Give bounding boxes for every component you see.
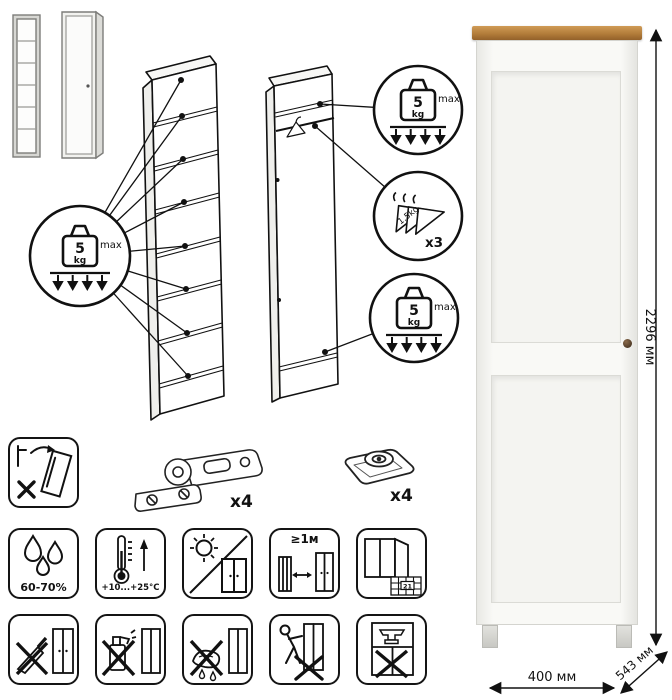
person-pushing-crossed-icon xyxy=(279,623,324,681)
door-upper-panel xyxy=(491,71,621,343)
anvil-in-cabinet-crossed-icon xyxy=(371,622,414,679)
temperature-label: +10...+25°C xyxy=(101,583,160,593)
hanging-cabinet-drawing xyxy=(265,65,339,403)
no-spray-box xyxy=(95,614,166,685)
load-max-label: max xyxy=(434,302,456,313)
no-wet-cleaning-box xyxy=(182,614,253,685)
depth-dimension-line xyxy=(620,651,668,694)
foot-count-label: x4 xyxy=(390,486,413,506)
load-value: 5 xyxy=(413,95,423,111)
down-arrows-icon xyxy=(52,275,108,292)
width-dimension-label: 400 мм xyxy=(528,670,577,685)
ventilation-box: 21 xyxy=(356,528,427,599)
hangers-icon xyxy=(392,191,445,235)
tile-number-label: 21 xyxy=(403,583,413,591)
distance-box: ≥1м xyxy=(269,528,340,599)
humidity-box: 60-70% xyxy=(8,528,79,599)
anti-tip-warning-box xyxy=(8,437,79,508)
assembly-diagram: 5 kg max xyxy=(12,10,464,421)
anti-tip-icon xyxy=(17,445,73,499)
humidity-label: 60-70% xyxy=(20,581,67,594)
sunlight-warning-box xyxy=(182,528,253,599)
load-unit: kg xyxy=(412,110,424,120)
hanger-count-label: x3 xyxy=(425,235,443,251)
down-arrows-icon xyxy=(386,337,442,354)
distance-label: ≥1м xyxy=(290,532,319,546)
shelf-attachment-dots xyxy=(178,77,191,379)
wardrobe-product-image xyxy=(472,26,642,648)
load-unit: kg xyxy=(408,318,420,328)
bottom-load-badge: 5 kg max xyxy=(368,272,460,364)
thermometer-icon xyxy=(113,535,148,584)
load-value: 5 xyxy=(75,241,85,257)
shelving-cabinet-drawing xyxy=(142,55,225,421)
wardrobe-foot-left xyxy=(482,625,498,648)
wardrobe-foot-right xyxy=(616,625,632,648)
door-knob xyxy=(623,339,632,348)
down-arrows-icon xyxy=(390,129,446,146)
door-lower-panel xyxy=(491,375,621,603)
heater-distance-icon xyxy=(278,552,334,592)
wardrobe-door xyxy=(476,40,638,625)
temperature-box: +10...+25°C xyxy=(95,528,166,599)
hinge-drawing xyxy=(134,449,263,512)
open-window-icon: 21 xyxy=(364,537,422,596)
wet-cloth-crossed-icon xyxy=(189,628,248,682)
shelf-load-badge: 5 kg max xyxy=(28,204,132,308)
height-dimension-label: 2296 мм xyxy=(642,309,657,366)
thumbnail-door-cabinet xyxy=(61,10,104,160)
load-max-label: max xyxy=(438,94,460,105)
sun-and-cabinet-icon xyxy=(189,534,248,594)
foot-drawing xyxy=(344,448,415,485)
depth-dimension-label: 543 мм xyxy=(613,643,656,683)
spray-bottle-crossed-icon xyxy=(101,628,161,677)
no-heavy-load-box xyxy=(356,614,427,685)
water-drops-icon xyxy=(23,533,64,576)
top-load-badge: 5 kg max xyxy=(372,64,464,156)
load-max-label: max xyxy=(100,240,122,251)
hanger-count-badge: 1.5kg x3 xyxy=(372,170,464,262)
knife-crossed-icon xyxy=(15,628,74,676)
thumbnail-open-cabinet xyxy=(12,14,41,158)
hinge-count-label: x4 xyxy=(230,492,253,512)
load-value: 5 xyxy=(409,303,419,319)
no-dragging-box xyxy=(269,614,340,685)
no-sharp-objects-box xyxy=(8,614,79,685)
wardrobe-wood-top xyxy=(472,26,642,40)
hanger-attachment-dots xyxy=(312,101,328,355)
load-unit: kg xyxy=(74,256,86,266)
mini-hanger-icon xyxy=(286,116,306,138)
